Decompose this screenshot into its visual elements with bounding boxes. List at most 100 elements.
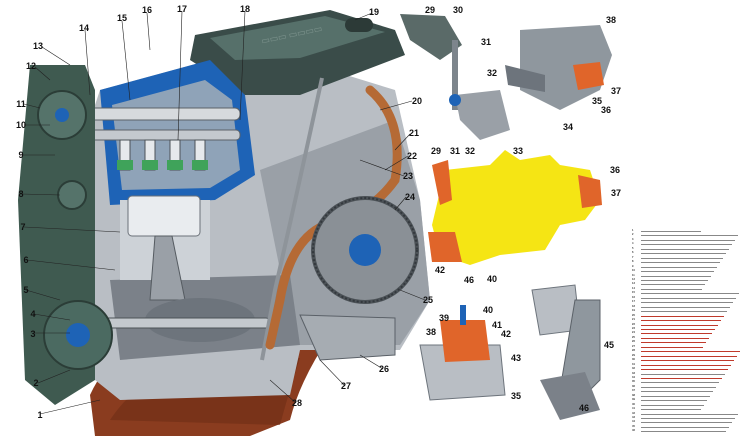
legend-description-placeholder [641,306,730,308]
legend-description-placeholder [641,311,727,313]
left-mount-cushion [440,320,490,362]
legend-row: 27 [632,345,744,349]
legend-number: 44 [632,420,635,424]
legend-description-placeholder [641,360,734,362]
callout-1: 1 [37,410,43,420]
legend-description-placeholder [641,355,737,357]
legend-number: 32 [632,367,635,371]
upper-mount-lower-bracket [455,90,510,140]
mounting-scheme [428,150,602,265]
legend-description-placeholder [641,337,709,339]
callout-13: 13 [32,41,44,51]
legend-row: 39 [632,398,744,402]
upper-mount-bushing [449,94,461,106]
legend-number: 37 [632,389,635,393]
callout-12: 12 [25,61,37,71]
callout-27: 27 [340,381,352,391]
camshaft-intake [69,107,241,121]
mount-left-upper [432,160,452,205]
legend-description-placeholder [641,279,708,281]
legend-row: 22 [632,323,744,327]
callout-35-inset: 35 [510,391,522,401]
callout-41-inset: 41 [491,320,503,330]
callout-10: 10 [15,120,27,130]
flywheel-hub [349,234,381,266]
legend-description-placeholder [641,324,718,326]
legend-description-placeholder [641,333,712,335]
valve-cover-top [210,16,385,60]
legend-row: 25 [632,336,744,340]
legend-description-placeholder [641,328,715,330]
inset-left-mount [419,305,506,401]
callout-32-scheme: 32 [464,146,476,156]
callout-38-inset: 38 [425,327,437,337]
legend-number: 29 [632,353,635,357]
rear-mount-lower [540,372,600,420]
legend-row: 30 [632,358,744,362]
legend-number: 4 [632,242,634,246]
legend-description-placeholder [641,422,732,424]
callout-31-scheme: 31 [449,146,461,156]
legend-row: 4 [632,242,744,246]
legend-number: 36 [632,384,635,388]
legend-description-placeholder [641,351,740,353]
legend-description-placeholder [641,426,729,428]
legend-row: 44 [632,420,744,424]
oil-dipstick-tube [260,77,324,361]
callout-26: 26 [378,364,390,374]
legend-row: 46 [632,429,744,433]
legend-row: 7 [632,256,744,260]
legend-number: 11 [632,273,635,277]
callout-46-scheme: 46 [463,275,475,285]
legend-description-placeholder [641,262,720,264]
legend-number: 20 [632,313,635,317]
legend-row: 34 [632,376,744,380]
legend-row: 40 [632,403,744,407]
legend-description-placeholder [641,293,739,295]
callout-19: 19 [368,7,380,17]
legend-row: 11 [632,274,744,278]
legend-number: 34 [632,375,635,379]
callout-40-inset: 40 [482,305,494,315]
legend-number: 26 [632,340,635,344]
right-mount-rubber [573,62,604,90]
callout-14: 14 [78,23,90,33]
legend-row: 36 [632,385,744,389]
callout-28: 28 [291,398,303,408]
right-mount-arm [505,65,545,92]
legend-description-placeholder [641,418,735,420]
callout-21: 21 [408,128,420,138]
callout-2: 2 [33,378,39,388]
legend-row: 16 [632,296,744,300]
legend-number: 18 [632,304,635,308]
callout-31: 31 [480,37,492,47]
valve-springs [117,160,208,170]
legend-number: 23 [632,326,635,330]
piston [127,195,201,237]
legend-number: 40 [632,402,635,406]
legend-row: 15 [632,291,744,295]
legend-number: 46 [632,429,635,433]
callout-42-inset: 42 [500,329,512,339]
callout-17: 17 [176,4,188,14]
callout-4: 4 [30,309,36,319]
legend-number: 13 [632,282,635,286]
callout-3: 3 [30,329,36,339]
legend-description-placeholder [641,386,716,388]
legend-number: 5 [632,246,634,250]
legend-row: 43 [632,416,744,420]
legend-number: 30 [632,358,635,362]
legend-row: 38 [632,394,744,398]
legend-description-placeholder [641,377,722,379]
oil-filler-cap [345,18,373,32]
legend-number: 39 [632,398,635,402]
legend-number: 6 [632,251,634,255]
legend-number: 22 [632,322,635,326]
callout-36: 36 [600,105,612,115]
legend-number: 1 [632,229,634,232]
legend-description-placeholder [641,275,711,277]
legend-number: 12 [632,277,635,281]
legend-number: 8 [632,260,634,264]
